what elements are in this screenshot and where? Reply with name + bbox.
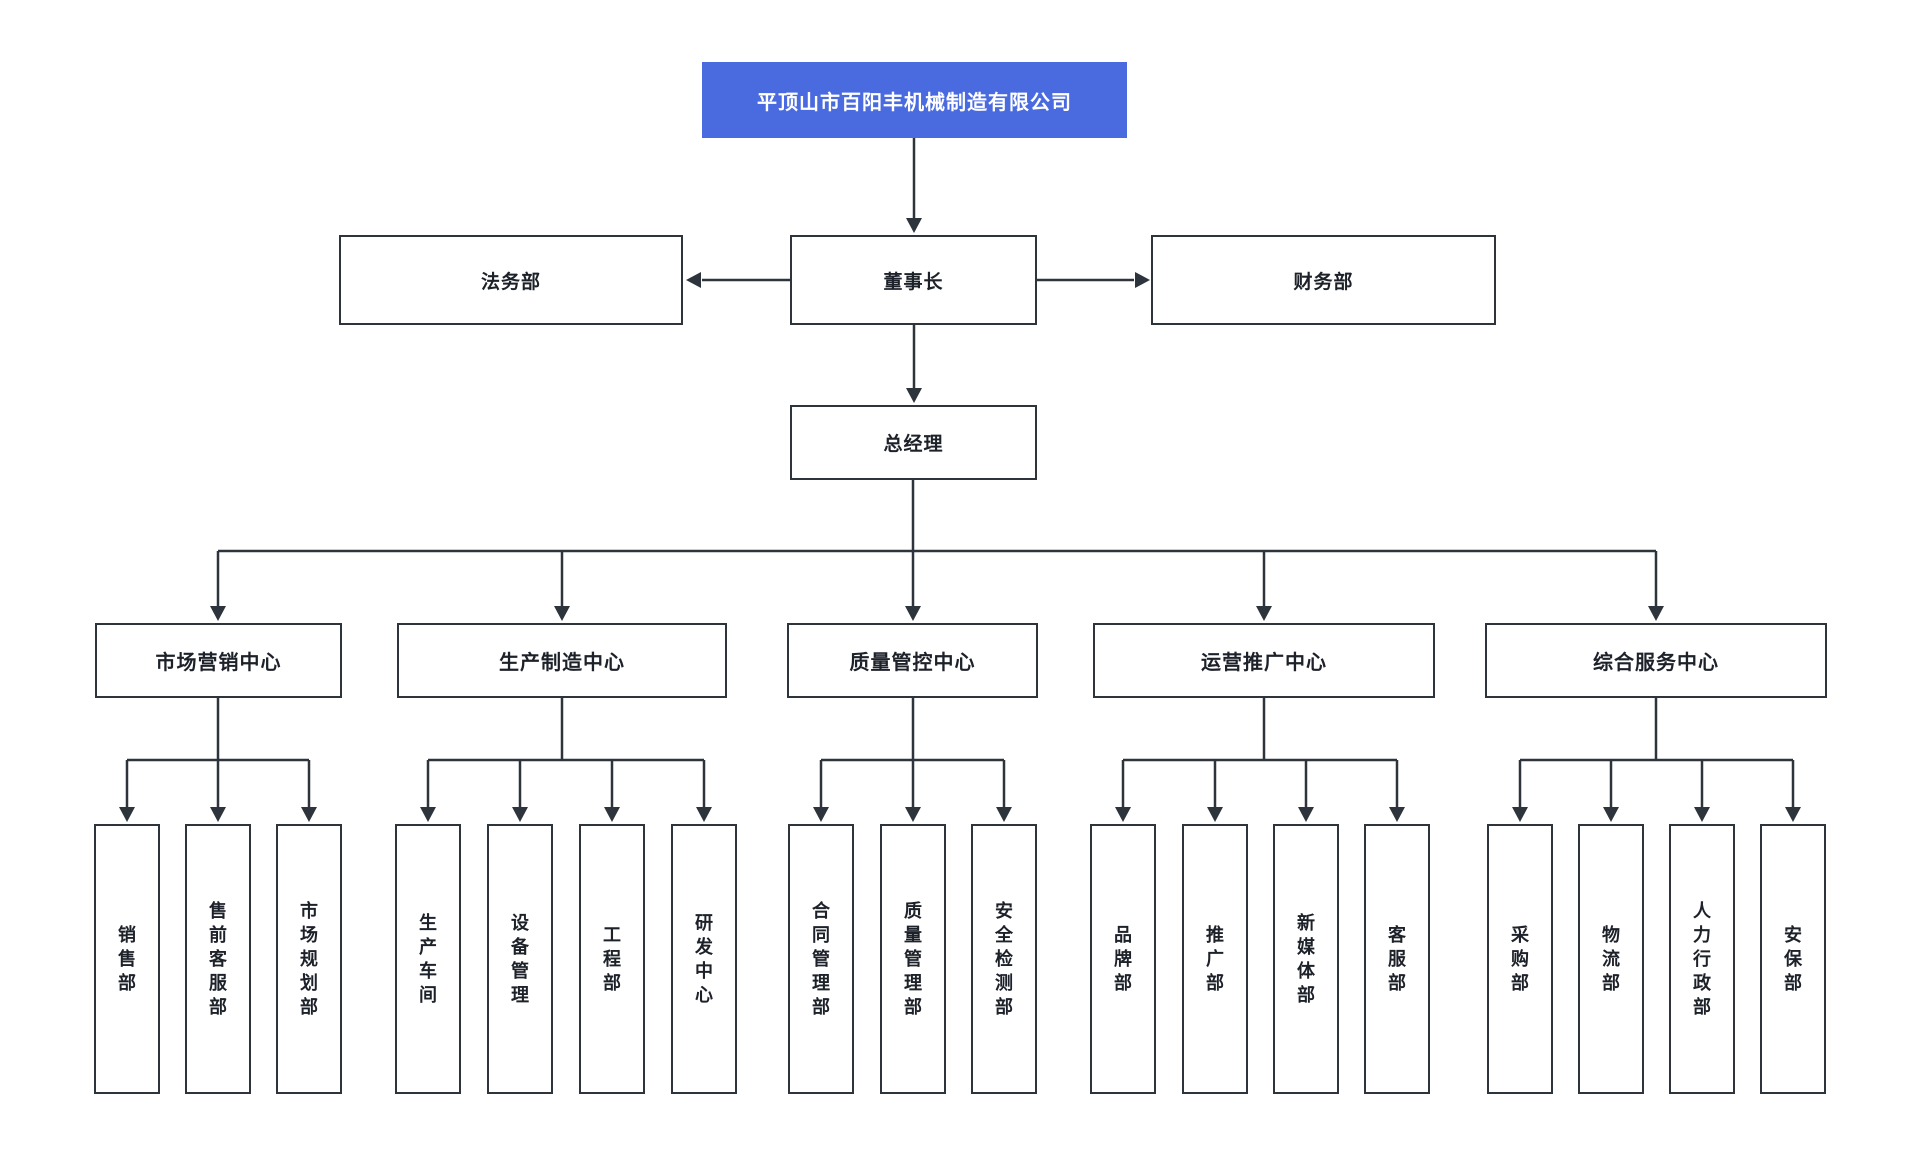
finance-dept-box: 财务部 xyxy=(1151,235,1496,325)
production-workshop-box: 生产车间 xyxy=(395,824,461,1094)
security-dept-box: 安保部 xyxy=(1760,824,1826,1094)
rd-center-label: 研发中心 xyxy=(695,913,713,1005)
promotion-dept-label: 推广部 xyxy=(1206,925,1224,993)
new-media-dept-label: 新媒体部 xyxy=(1297,913,1315,1005)
quality-management-dept-label: 质量管理部 xyxy=(904,901,922,1017)
arrowhead-icon xyxy=(512,807,528,822)
equipment-management-label: 设备管理 xyxy=(511,913,529,1005)
arrowhead-icon xyxy=(420,807,436,822)
presales-service-dept-label: 售前客服部 xyxy=(209,901,227,1017)
arrowhead-icon xyxy=(1389,807,1405,822)
marketing-center-box: 市场营销中心 xyxy=(95,623,342,698)
connector-path xyxy=(125,138,1795,807)
production-workshop-label: 生产车间 xyxy=(419,913,437,1005)
arrowhead-icon xyxy=(1603,807,1619,822)
arrowhead-icon xyxy=(1115,807,1131,822)
arrowhead-icon xyxy=(301,807,317,822)
arrowhead-icon xyxy=(696,807,712,822)
customer-service-dept-label: 客服部 xyxy=(1388,925,1406,993)
safety-inspection-dept-label: 安全检测部 xyxy=(995,901,1013,1017)
arrowhead-icon xyxy=(1256,606,1272,621)
contract-management-dept-label: 合同管理部 xyxy=(812,901,830,1017)
arrowhead-icon xyxy=(210,606,226,621)
arrowhead-icon xyxy=(554,606,570,621)
arrowhead-icon xyxy=(906,218,922,233)
arrowhead-icon xyxy=(1135,272,1150,288)
procurement-dept-box: 采购部 xyxy=(1487,824,1553,1094)
quality-management-dept-box: 质量管理部 xyxy=(880,824,946,1094)
presales-service-dept-box: 售前客服部 xyxy=(185,824,251,1094)
safety-inspection-dept-box: 安全检测部 xyxy=(971,824,1037,1094)
arrowhead-icon xyxy=(1512,807,1528,822)
arrowhead-icon xyxy=(905,606,921,621)
arrowhead-icon xyxy=(119,807,135,822)
arrowheads xyxy=(119,218,1801,822)
promotion-dept-box: 推广部 xyxy=(1182,824,1248,1094)
security-dept-label: 安保部 xyxy=(1784,925,1802,993)
new-media-dept-box: 新媒体部 xyxy=(1273,824,1339,1094)
contract-management-dept-box: 合同管理部 xyxy=(788,824,854,1094)
sales-dept-label: 销售部 xyxy=(118,925,136,993)
market-planning-dept-box: 市场规划部 xyxy=(276,824,342,1094)
arrowhead-icon xyxy=(906,388,922,403)
arrowhead-icon xyxy=(996,807,1012,822)
arrowhead-icon xyxy=(1785,807,1801,822)
logistics-dept-label: 物流部 xyxy=(1602,925,1620,993)
customer-service-dept-box: 客服部 xyxy=(1364,824,1430,1094)
hr-admin-dept-box: 人力行政部 xyxy=(1669,824,1735,1094)
equipment-management-box: 设备管理 xyxy=(487,824,553,1094)
sales-dept-box: 销售部 xyxy=(94,824,160,1094)
brand-dept-box: 品牌部 xyxy=(1090,824,1156,1094)
production-center-box: 生产制造中心 xyxy=(397,623,727,698)
arrowhead-icon xyxy=(210,807,226,822)
logistics-dept-box: 物流部 xyxy=(1578,824,1644,1094)
arrowhead-icon xyxy=(1694,807,1710,822)
engineering-dept-box: 工程部 xyxy=(579,824,645,1094)
arrowhead-icon xyxy=(905,807,921,822)
procurement-dept-label: 采购部 xyxy=(1511,925,1529,993)
rd-center-box: 研发中心 xyxy=(671,824,737,1094)
general-manager-box: 总经理 xyxy=(790,405,1037,480)
company-root-box: 平顶山市百阳丰机械制造有限公司 xyxy=(702,62,1127,138)
engineering-dept-label: 工程部 xyxy=(603,925,621,993)
arrowhead-icon xyxy=(604,807,620,822)
hr-admin-dept-label: 人力行政部 xyxy=(1693,901,1711,1017)
operations-center-box: 运营推广中心 xyxy=(1093,623,1435,698)
arrowhead-icon xyxy=(1207,807,1223,822)
arrowhead-icon xyxy=(1298,807,1314,822)
legal-dept-box: 法务部 xyxy=(339,235,683,325)
arrowhead-icon xyxy=(1648,606,1664,621)
services-center-box: 综合服务中心 xyxy=(1485,623,1827,698)
brand-dept-label: 品牌部 xyxy=(1114,925,1132,993)
market-planning-dept-label: 市场规划部 xyxy=(300,901,318,1017)
quality-center-box: 质量管控中心 xyxy=(787,623,1038,698)
chairman-box: 董事长 xyxy=(790,235,1037,325)
arrowhead-icon xyxy=(813,807,829,822)
arrowhead-icon xyxy=(686,272,701,288)
